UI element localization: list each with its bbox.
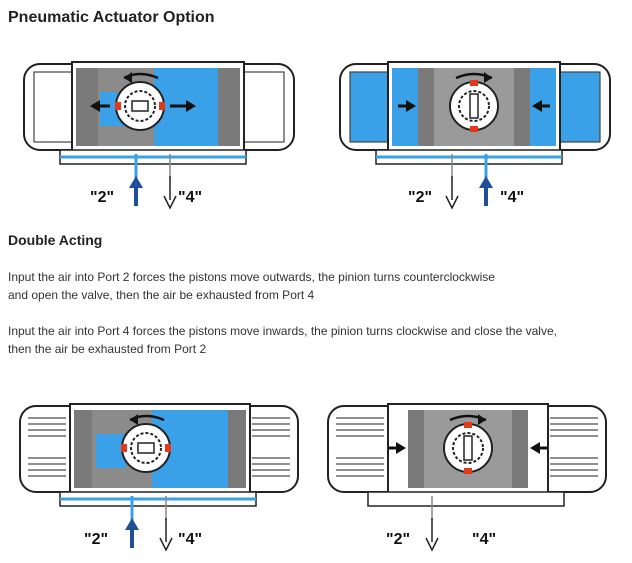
paragraph-line: and open the valve, then the air be exha… <box>8 288 315 302</box>
spring-return-open-diagram: "2" "4" <box>19 403 299 552</box>
port-4-label: "4" <box>178 189 202 206</box>
spring-return-close-diagram: "2" "4" <box>327 403 607 552</box>
section-heading: Double Acting <box>8 232 103 248</box>
port-2-label: "2" <box>408 189 432 206</box>
paragraph-line: Input the air into Port 4 forces the pis… <box>8 324 557 338</box>
double-acting-close-diagram: "2" "4" <box>339 61 611 210</box>
page-title: Pneumatic Actuator Option <box>8 9 215 26</box>
port-2-label: "2" <box>386 531 410 548</box>
port-4-label: "4" <box>178 531 202 548</box>
description-paragraph-2: Input the air into Port 4 forces the pis… <box>8 322 557 358</box>
port-4-label: "4" <box>472 531 496 548</box>
paragraph-line: Input the air into Port 2 forces the pis… <box>8 270 495 284</box>
paragraph-line: then the air be exhausted from Port 2 <box>8 342 207 356</box>
double-acting-open-diagram: "2" "4" <box>23 61 295 210</box>
description-paragraph-1: Input the air into Port 2 forces the pis… <box>8 268 495 304</box>
port-4-label: "4" <box>500 189 524 206</box>
port-2-label: "2" <box>84 531 108 548</box>
port-2-label: "2" <box>90 189 114 206</box>
